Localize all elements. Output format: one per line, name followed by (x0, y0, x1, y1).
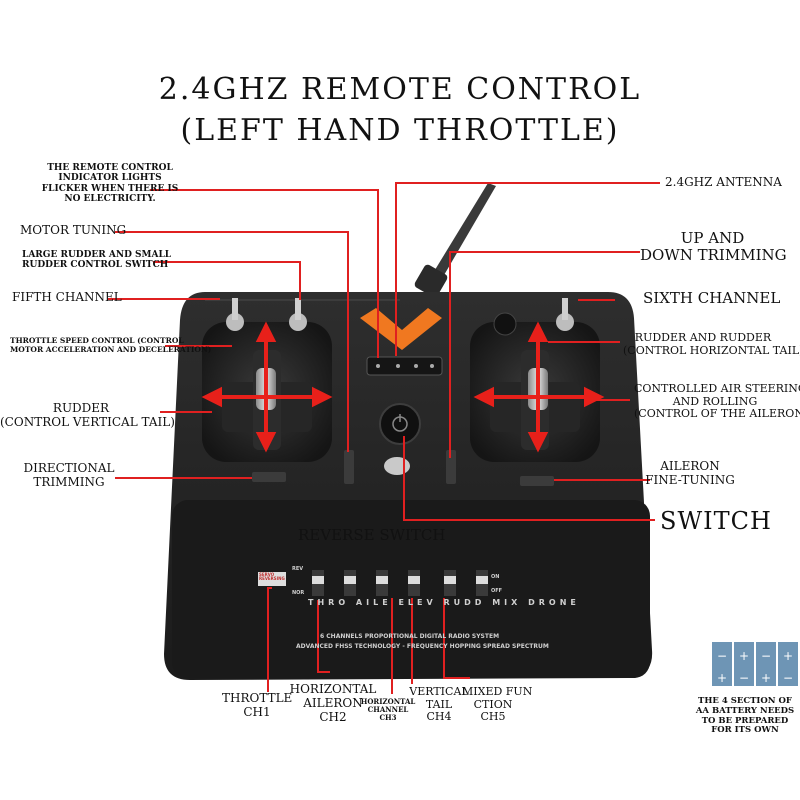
svg-text:−: − (739, 671, 749, 685)
panel-on: ON (491, 574, 500, 580)
panel-nor: NOR (292, 590, 305, 596)
svg-text:−: − (717, 649, 727, 663)
label-antenna: 2.4GHZ ANTENNA (665, 175, 782, 189)
svg-text:−: − (783, 671, 793, 685)
panel-rev: REV (292, 566, 304, 572)
svg-text:+: + (717, 671, 727, 685)
key-ring (384, 457, 410, 475)
label-switch: SWITCH (660, 507, 772, 535)
panel-switch-names: THRO AILE ELEV RUDD MIX DRONE (308, 598, 580, 607)
label-sixth-channel: SIXTH CHANNEL (643, 289, 781, 307)
svg-text:−: − (761, 649, 771, 663)
label-motor-tuning: MOTOR TUNING (20, 223, 127, 237)
servo-reversing-badge (258, 572, 286, 586)
sixth-channel-toggle (556, 298, 574, 331)
controller-body (164, 292, 653, 680)
svg-text:+: + (739, 649, 749, 663)
svg-text:+: + (761, 671, 771, 685)
svg-text:+: + (783, 649, 793, 663)
antenna (414, 183, 496, 298)
brand-logo (360, 308, 442, 350)
label-rudder-left: RUDDER(CONTROL VERTICAL TAIL) (0, 401, 175, 429)
battery-pack-icon: − + − + + − + − (712, 642, 798, 686)
callout-lines (108, 182, 660, 694)
panel-off: OFF (491, 588, 503, 594)
fifth-channel-toggle (226, 298, 244, 331)
round-button (493, 312, 517, 336)
power-button (379, 403, 421, 445)
stick-arrows (201, 321, 605, 453)
title-line-2: (LEFT HAND THROTTLE) (180, 113, 620, 148)
label-rudder-right: RUDDER AND RUDDER(CONTROL HORIZONTAL TAI… (623, 331, 800, 357)
panel-system-line-2: ADVANCED FHSS TECHNOLOGY - FREQUENCY HOP… (296, 643, 549, 650)
directional-trim (252, 472, 286, 482)
title-line-1: 2.4GHZ REMOTE CONTROL (158, 72, 642, 107)
motor-trim (344, 450, 354, 484)
panel-system-line-1: 6 CHANNELS PROPORTIONAL DIGITAL RADIO SY… (320, 633, 500, 640)
label-fifth-channel: FIFTH CHANNEL (12, 290, 122, 304)
rudder-switch-toggle (289, 298, 307, 331)
up-down-trim (446, 450, 456, 484)
indicator-lights (366, 356, 443, 376)
label-reverse-switch: REVERSE SWITCH (298, 526, 446, 544)
aileron-trim (520, 476, 554, 486)
